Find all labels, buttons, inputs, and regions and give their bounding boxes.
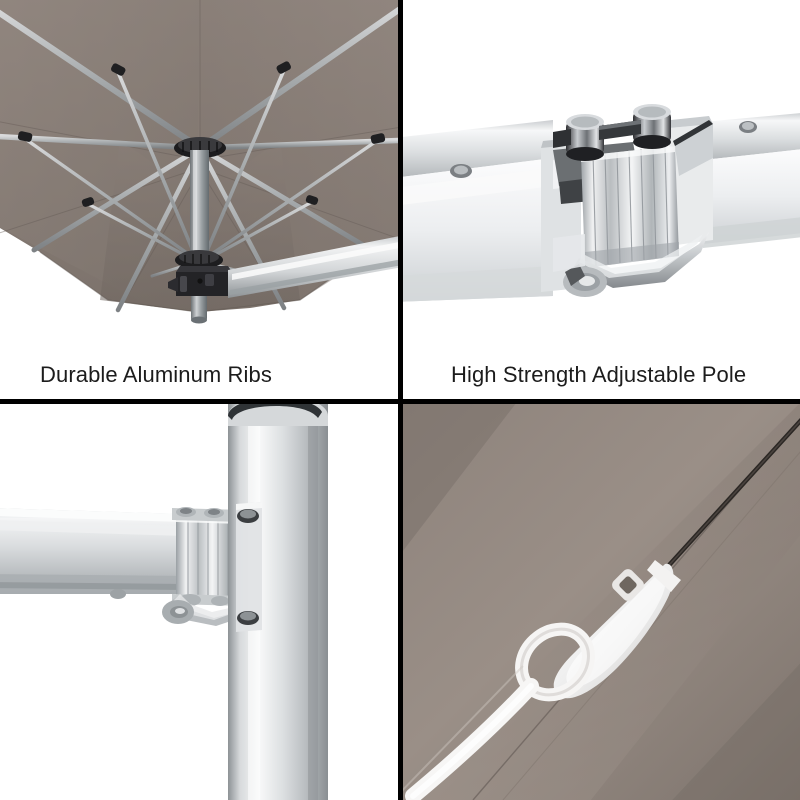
center-pole (190, 150, 209, 262)
canopy-zipper-illustration (403, 404, 800, 800)
pole-mount-plate (236, 502, 262, 632)
release-lever (563, 232, 709, 297)
panel-high-strength-adjustable-pole: High Strength Adjustable Pole (403, 0, 800, 399)
hinge-ribbed-collar (581, 146, 679, 268)
hinge-flange (675, 124, 713, 176)
pole-segment-left (403, 120, 553, 302)
lock-knob-right (633, 104, 671, 149)
panel-firm-connection: Firm Connection (0, 404, 398, 800)
pivot-housing (168, 266, 232, 296)
rib-joint-caps (17, 61, 386, 207)
arm-to-pole-connection-illustration (0, 404, 398, 800)
adjustable-pole-hinge-illustration (403, 0, 800, 399)
slider-collar (175, 250, 223, 269)
pole-segment-right (703, 113, 800, 248)
knob-side-tab (553, 129, 571, 148)
panel-durable-aluminum-ribs: Durable Aluminum Ribs (0, 0, 398, 399)
cross-arm (0, 508, 186, 599)
caption-high-strength-adjustable-pole: High Strength Adjustable Pole (451, 362, 747, 387)
support-arm (228, 236, 398, 298)
umbrella-canopy-underside-illustration (0, 0, 398, 399)
lock-knob-left (566, 114, 604, 161)
connection-bracket (172, 507, 244, 606)
panel-convenient-zipper: Convenient Zipper (403, 404, 800, 800)
rib-stretchers (22, 68, 380, 278)
caption-durable-aluminum-ribs: Durable Aluminum Ribs (40, 362, 272, 387)
